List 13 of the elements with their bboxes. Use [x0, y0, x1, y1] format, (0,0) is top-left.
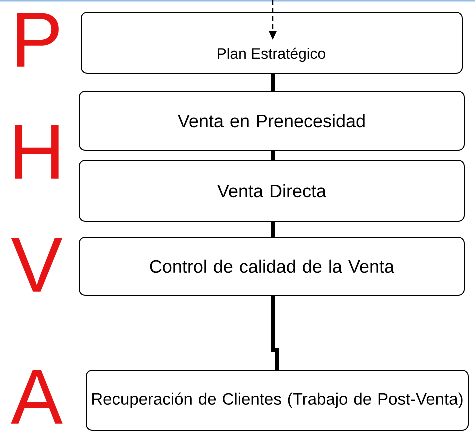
connector: [271, 151, 275, 160]
process-box: Control de calidad de la Venta: [79, 237, 465, 296]
connector: [271, 296, 279, 370]
process-box: Venta Directa: [79, 160, 465, 222]
phase-letter: H: [15, 125, 59, 179]
phase-letter: P: [17, 13, 59, 67]
connector: [271, 74, 275, 91]
process-box: Venta en Prenecesidad: [79, 91, 465, 151]
phase-letter: V: [11, 238, 63, 292]
process-box: Recuperación de Clientes (Trabajo de Post-Venta): [86, 370, 469, 431]
connector: [271, 222, 275, 237]
process-box: Plan Estratégico: [81, 12, 463, 74]
phase-letter: A: [11, 370, 63, 424]
